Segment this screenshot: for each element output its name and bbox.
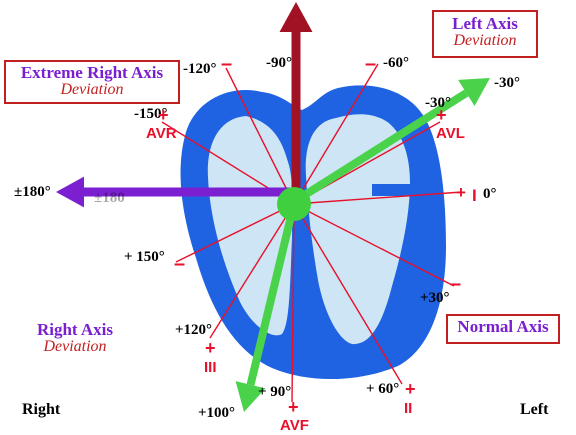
right-axis-subtitle: Deviation [43,337,107,355]
lead-label-iii: III [204,359,217,376]
angle-label-m60: -60° [383,55,409,71]
angle-label-p180-faint: ±180 [94,190,125,206]
sign-plus-avf: + [288,397,299,417]
arrow-up-m90 [279,2,313,196]
line-p60 [293,203,403,385]
sign-plus-avl: + [436,105,447,125]
sign-plus-iii: + [205,338,216,358]
line-m60 [293,63,379,205]
right-axis-box: Right Axis Deviation [20,316,130,364]
normal-axis-title: Normal Axis [457,317,549,336]
sign-minus-p150: – [174,253,185,275]
arrow-left-180 [56,176,292,208]
extreme-right-axis-subtitle: Deviation [60,80,124,98]
lead-label-avr: AVR [146,125,177,142]
sign-plus-ii: + [405,379,416,399]
axis-arrows [56,2,490,412]
side-label-left: Left [520,401,549,418]
line-p30 [293,203,455,287]
angle-label-p30: +30° [420,290,450,306]
angle-label-p100: +100° [198,405,235,421]
left-axis-subtitle: Deviation [453,31,517,49]
lead-label-ii: II [404,400,412,417]
extreme-right-axis-title: Extreme Right Axis [20,63,164,82]
angle-label-m30-outer: -30° [494,75,520,91]
right-axis-title: Right Axis [36,320,114,339]
line-p120 [209,203,295,339]
sign-minus-m60: – [365,53,376,75]
line-0 [293,191,463,205]
angle-label-p120: +120° [175,322,212,338]
lead-lines [161,63,463,403]
angle-label-p60: + 60° [366,381,399,397]
angle-label-0: 0° [483,186,497,202]
line-p150 [175,203,295,263]
heart-inner-right-shape [305,114,410,345]
sign-plus-avr: + [158,105,169,125]
line-p90 [291,203,295,403]
lead-label-i: I [472,186,477,205]
angle-label-p180: ±180° [14,184,51,200]
angle-label-m150: -150° [134,106,168,122]
angle-label-p90: + 90° [258,384,291,400]
line-m120 [225,67,295,205]
angle-label-m90: -90° [266,55,292,71]
lead-label-avf: AVF [280,417,309,434]
sign-plus-i: + [456,183,466,202]
sign-minus-p30: – [450,273,461,295]
left-axis-box: Left Axis Deviation [432,10,538,58]
angle-label-p150: + 150° [124,249,165,265]
arrow-green-p100 [235,211,296,412]
lead-label-avl: AVL [436,125,465,142]
normal-axis-box: Normal Axis [446,314,560,344]
sign-minus-m120: – [221,53,232,75]
left-axis-title: Left Axis [452,14,518,33]
angle-label-m120: -120° [183,61,217,77]
side-label-right: Right [22,401,61,418]
center-dot [277,187,311,221]
extreme-right-axis-box: Extreme Right Axis Deviation [4,60,180,104]
heart-notch [372,184,430,196]
angle-label-m30-inner: -30° [425,95,451,111]
arrow-green-m30 [297,78,490,202]
